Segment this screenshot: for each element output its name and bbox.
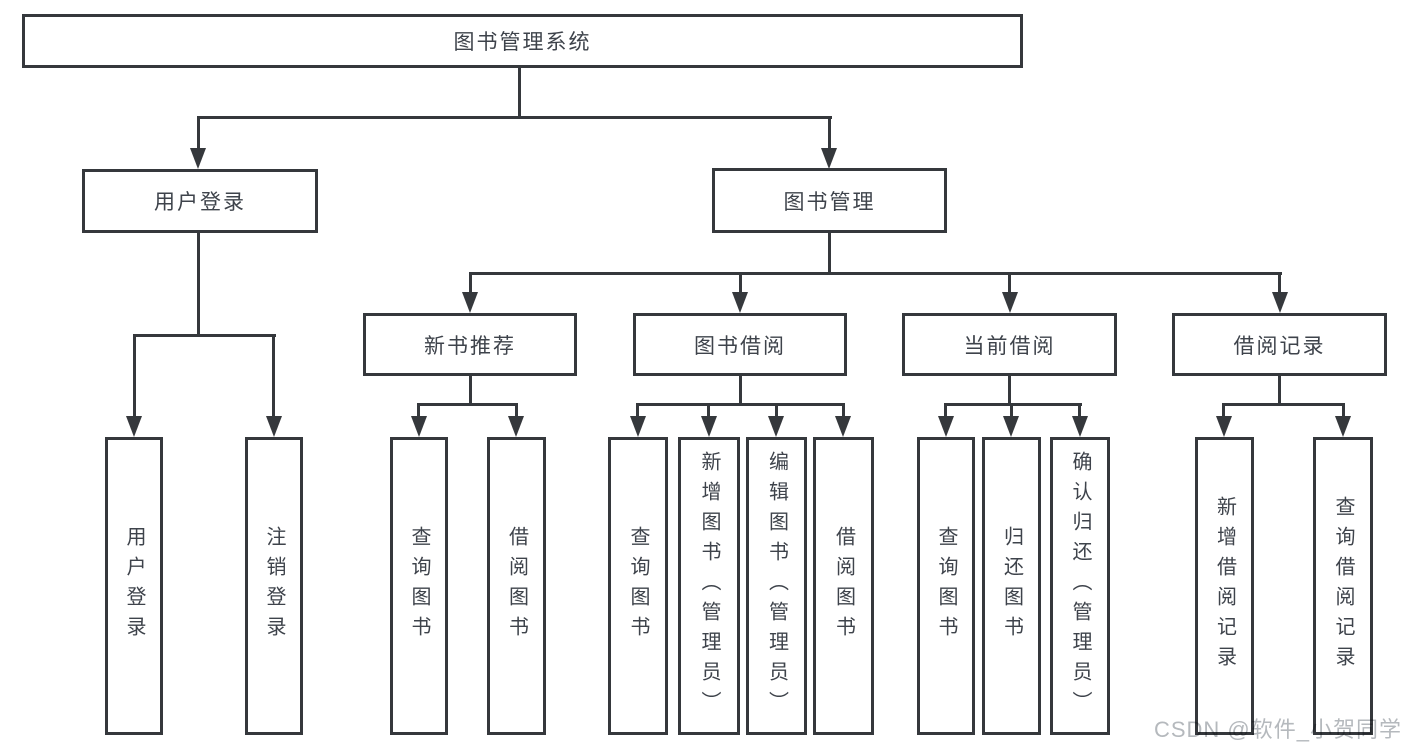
arrowhead-down-icon [768,416,784,437]
connector-line [707,403,710,418]
connector-line [1278,374,1281,406]
connector-line [197,116,832,119]
connector-line [197,231,200,337]
node-book-management: 图书管理 [712,168,947,233]
leaf-return-books: 归还图书 [982,437,1041,735]
arrowhead-down-icon [126,416,142,437]
leaf-query-borrow-record: 查询借阅记录 [1313,437,1373,735]
connector-line [828,116,831,152]
connector-line [739,374,742,406]
connector-line [469,272,1282,275]
connector-line [944,403,947,418]
arrowhead-down-icon [190,148,206,169]
connector-line [1222,403,1225,418]
leaf-logout: 注销登录 [245,437,303,735]
connector-line [1010,403,1013,418]
arrowhead-down-icon [508,416,524,437]
leaf-query-books-current: 查询图书 [917,437,975,735]
arrowhead-down-icon [835,416,851,437]
connector-line [637,403,845,406]
arrowhead-down-icon [821,148,837,169]
arrowhead-down-icon [938,416,954,437]
arrowhead-down-icon [411,416,427,437]
connector-line [739,272,742,296]
connector-line [417,403,420,418]
node-borrowing-records: 借阅记录 [1172,313,1387,376]
arrowhead-down-icon [732,292,748,313]
arrowhead-down-icon [1216,416,1232,437]
arrowhead-down-icon [462,292,478,313]
arrowhead-down-icon [1335,416,1351,437]
arrowhead-down-icon [1272,292,1288,313]
connector-line [1223,403,1344,406]
connector-line [945,403,1082,406]
leaf-query-books-borrow: 查询图书 [608,437,668,735]
connector-line [775,403,778,418]
leaf-add-borrow-record: 新增借阅记录 [1195,437,1254,735]
arrowhead-down-icon [1002,292,1018,313]
leaf-borrow-books: 借阅图书 [813,437,874,735]
node-library-management-system: 图书管理系统 [22,14,1023,68]
node-new-book-recommendation: 新书推荐 [363,313,577,376]
connector-line [828,231,831,275]
leaf-edit-books-admin: 编辑图书（管理员） [746,437,807,735]
arrowhead-down-icon [1072,416,1088,437]
connector-line [197,116,200,152]
connector-line [133,334,276,337]
connector-line [1008,374,1011,406]
arrowhead-down-icon [630,416,646,437]
connector-line [1342,403,1345,418]
connector-line [272,334,275,420]
node-user-login: 用户登录 [82,169,318,233]
arrowhead-down-icon [1003,416,1019,437]
leaf-confirm-return-admin: 确认归还（管理员） [1050,437,1110,735]
arrowhead-down-icon [266,416,282,437]
connector-line [418,403,518,406]
leaf-add-books-admin: 新增图书（管理员） [678,437,740,735]
connector-line [515,403,518,418]
node-current-borrowing: 当前借阅 [902,313,1117,376]
arrowhead-down-icon [701,416,717,437]
connector-line [518,66,521,118]
leaf-user-login: 用户登录 [105,437,163,735]
connector-line [636,403,639,418]
leaf-query-books-recommend: 查询图书 [390,437,448,735]
connector-line [469,272,472,296]
connector-line [1078,403,1081,418]
csdn-watermark: CSDN @软件_小贺同学 [1153,717,1402,742]
node-book-borrowing: 图书借阅 [633,313,847,376]
connector-line [1278,272,1281,296]
connector-line [842,403,845,418]
leaf-borrow-books-recommend: 借阅图书 [487,437,546,735]
connector-line [1008,272,1011,296]
connector-line [133,334,136,420]
connector-line [469,374,472,406]
